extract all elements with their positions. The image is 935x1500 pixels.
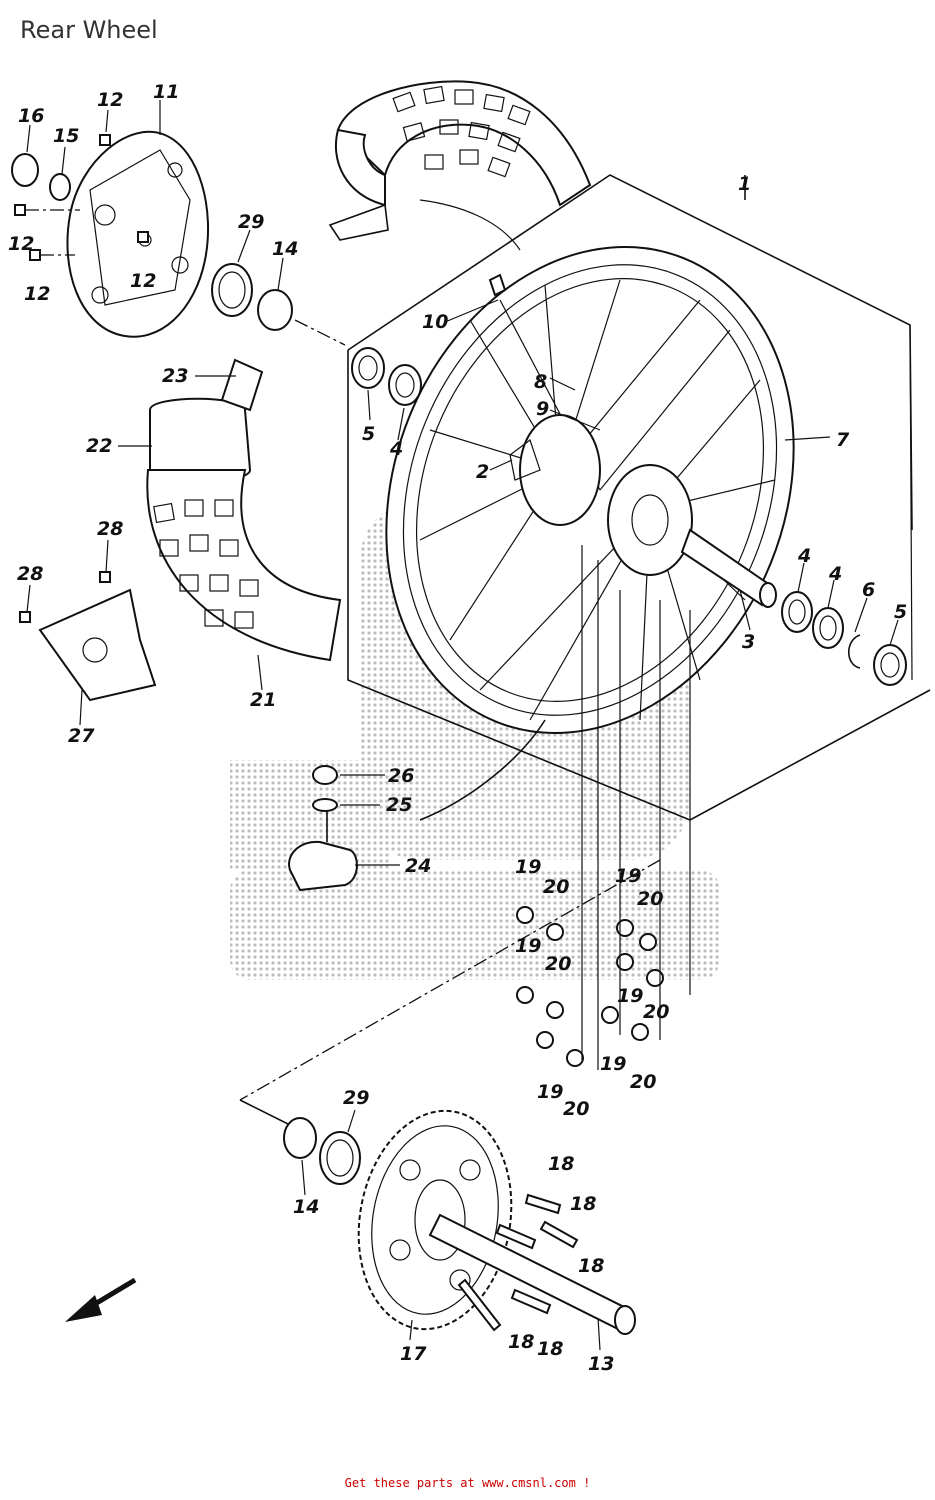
sprocket-nuts-washers <box>516 906 664 1067</box>
sprocket-bolts <box>457 1193 579 1332</box>
label-part-21: 21 <box>250 689 276 711</box>
label-part-6: 6 <box>862 579 875 601</box>
leader-lines <box>26 100 899 1351</box>
label-part-9: 9 <box>536 398 549 420</box>
label-part-20b: 20 <box>637 888 663 910</box>
sprocket <box>357 1109 513 1331</box>
seal-5-left <box>351 347 385 389</box>
label-part-12a: 12 <box>97 89 123 111</box>
footer-link-text[interactable]: Get these parts at www.cmsnl.com ! <box>344 1476 591 1490</box>
label-part-19c: 19 <box>515 935 541 957</box>
inner-tube <box>146 358 342 662</box>
label-part-2: 2 <box>476 461 489 483</box>
label-part-11: 11 <box>153 81 179 103</box>
nut-26 <box>312 765 338 785</box>
tube-tread-blocks <box>153 499 259 629</box>
disc-bolts <box>14 134 149 261</box>
seal-5-right <box>873 644 907 686</box>
label-part-15: 15 <box>53 125 79 147</box>
label-part-5a: 5 <box>362 423 375 445</box>
page-title: Rear Wheel <box>20 16 158 44</box>
collar-14-top <box>257 289 293 331</box>
label-part-18c: 18 <box>578 1255 604 1277</box>
guard-bolt-28-right <box>99 571 111 583</box>
label-part-7: 7 <box>836 429 850 451</box>
label-part-18e: 18 <box>537 1338 563 1360</box>
label-part-18d: 18 <box>508 1331 534 1353</box>
washer-25 <box>312 798 338 812</box>
bearing-4-right-b <box>812 607 844 649</box>
bearing-4-left <box>388 364 422 406</box>
bearing-4-right-a <box>781 591 813 633</box>
guard-bolt-28-left <box>19 611 31 623</box>
front-direction-arrow-icon <box>65 1277 137 1322</box>
label-part-20c: 20 <box>545 953 571 975</box>
label-part-18b: 18 <box>570 1193 596 1215</box>
spacer-29-top <box>211 263 253 317</box>
label-part-19b: 19 <box>615 865 641 887</box>
label-part-25: 25 <box>386 794 412 816</box>
label-part-4b: 4 <box>797 545 811 567</box>
rim-lock <box>288 840 358 892</box>
label-part-29b: 29 <box>343 1087 369 1109</box>
nut-16 <box>11 153 39 187</box>
label-part-28b: 28 <box>17 563 43 585</box>
label-part-12c: 12 <box>24 283 50 305</box>
rim-valve <box>488 273 507 297</box>
label-part-3: 3 <box>742 631 755 653</box>
label-part-19f: 19 <box>600 1053 626 1075</box>
washer-15 <box>49 173 71 201</box>
label-part-13: 13 <box>588 1353 614 1375</box>
label-part-20f: 20 <box>630 1071 656 1093</box>
spacer-29-bottom <box>319 1131 361 1185</box>
label-part-17: 17 <box>400 1343 427 1365</box>
stud-guide-lines <box>581 545 691 1070</box>
tire-tread-blocks <box>392 85 531 178</box>
label-part-28a: 28 <box>97 518 123 540</box>
part-labels: 1 2 3 4 4 4 5 5 6 7 8 9 10 11 12 12 12 1… <box>8 81 907 1375</box>
label-part-29a: 29 <box>238 211 264 233</box>
label-part-20d: 20 <box>643 1001 669 1023</box>
disc-guard <box>38 588 157 702</box>
circlip-6 <box>847 634 861 669</box>
label-part-12b: 12 <box>8 233 34 255</box>
label-part-12d: 12 <box>130 270 156 292</box>
label-part-14b: 14 <box>293 1196 319 1218</box>
label-part-19e: 19 <box>537 1081 563 1103</box>
label-part-22: 22 <box>86 435 112 457</box>
wheel-hub <box>509 414 693 576</box>
label-part-4a: 4 <box>389 438 403 460</box>
label-part-24: 24 <box>405 855 431 877</box>
label-part-8: 8 <box>534 371 547 393</box>
label-part-19d: 19 <box>617 985 643 1007</box>
label-part-20a: 20 <box>543 876 569 898</box>
label-part-18a: 18 <box>548 1153 574 1175</box>
label-part-16: 16 <box>18 105 44 127</box>
label-part-23: 23 <box>162 365 188 387</box>
label-part-27: 27 <box>68 725 95 747</box>
label-part-20e: 20 <box>563 1098 589 1120</box>
label-part-26: 26 <box>388 765 414 787</box>
collar-14-bottom <box>283 1117 317 1159</box>
label-part-4c: 4 <box>828 563 842 585</box>
tire-section <box>328 80 592 251</box>
label-part-5b: 5 <box>894 601 907 623</box>
label-part-14a: 14 <box>272 238 298 260</box>
hub-axle-sleeve <box>680 528 772 607</box>
label-part-1: 1 <box>738 173 751 195</box>
label-part-10: 10 <box>422 311 448 333</box>
wheel-assembly-box <box>347 174 931 821</box>
label-part-19a: 19 <box>515 856 541 878</box>
